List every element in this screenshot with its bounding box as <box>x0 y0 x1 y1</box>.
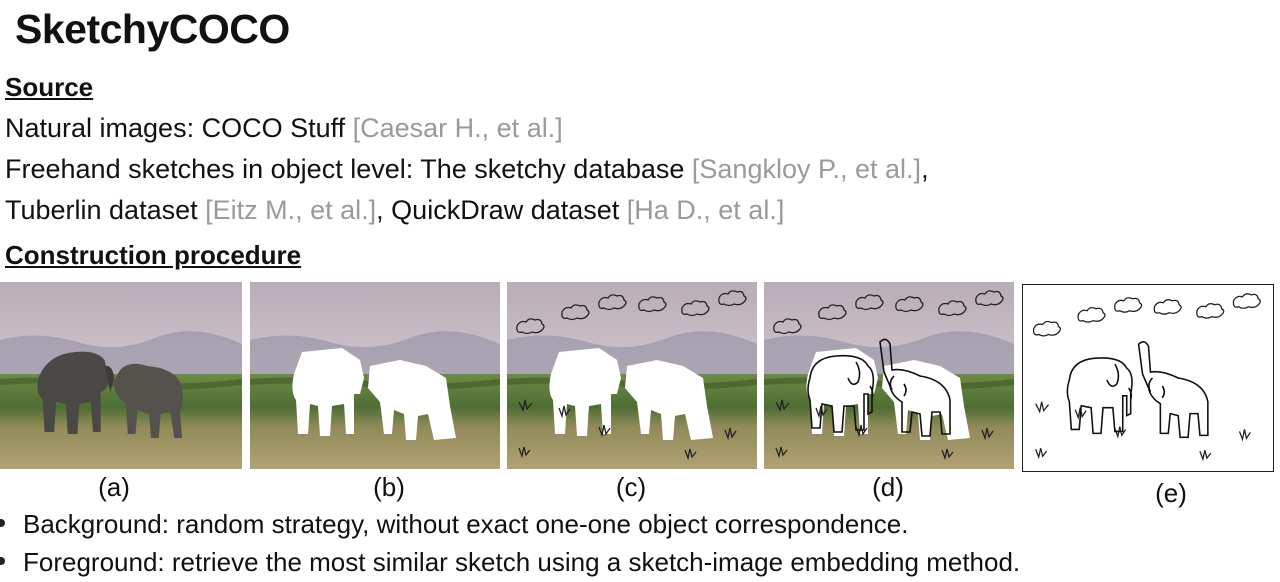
caption-c: (c) <box>615 472 647 502</box>
source-line-text: , QuickDraw dataset <box>376 195 627 225</box>
caption-a: (a) <box>98 472 130 502</box>
source-line-sketches: Freehand sketches in object level: The s… <box>5 154 929 185</box>
bullet-item: Foreground: retrieve the most similar sk… <box>0 547 1020 578</box>
citation: [Eitz M., et al.] <box>205 195 377 225</box>
citation: [Caesar H., et al.] <box>352 113 563 143</box>
source-line-text: Tuberlin dataset <box>5 195 206 225</box>
panel-c-background-sketch <box>507 282 757 469</box>
bullet-dot-icon <box>0 557 5 565</box>
citation: [Sangkloy P., et al.] <box>691 154 922 184</box>
caption-b: (b) <box>373 472 405 502</box>
caption-d: (d) <box>872 472 904 502</box>
panel-b-masked <box>250 282 500 469</box>
bullet-text: Foreground: retrieve the most similar sk… <box>23 547 1021 577</box>
source-line-text: Freehand sketches in object level: The s… <box>5 154 692 184</box>
panel-e-full-sketch <box>1022 284 1274 472</box>
bullet-text: Background: random strategy, without exa… <box>23 509 909 539</box>
source-heading: Source <box>5 72 94 102</box>
source-line-natural-images: Natural images: COCO Stuff [Caesar H., e… <box>5 113 563 144</box>
source-line-text: Natural images: COCO Stuff <box>5 113 353 143</box>
page-title: SketchyCOCO <box>15 6 290 52</box>
source-line-tail: , <box>921 154 929 184</box>
caption-e: (e) <box>1155 478 1187 508</box>
source-line-datasets: Tuberlin dataset [Eitz M., et al.], Quic… <box>5 195 784 226</box>
panel-d-foreground-sketch <box>764 282 1014 469</box>
bullet-item: Background: random strategy, without exa… <box>0 509 909 540</box>
citation: [Ha D., et al.] <box>626 195 785 225</box>
bullet-dot-icon <box>0 519 5 527</box>
panel-a-photo <box>0 282 242 469</box>
construction-heading: Construction procedure <box>5 240 302 270</box>
